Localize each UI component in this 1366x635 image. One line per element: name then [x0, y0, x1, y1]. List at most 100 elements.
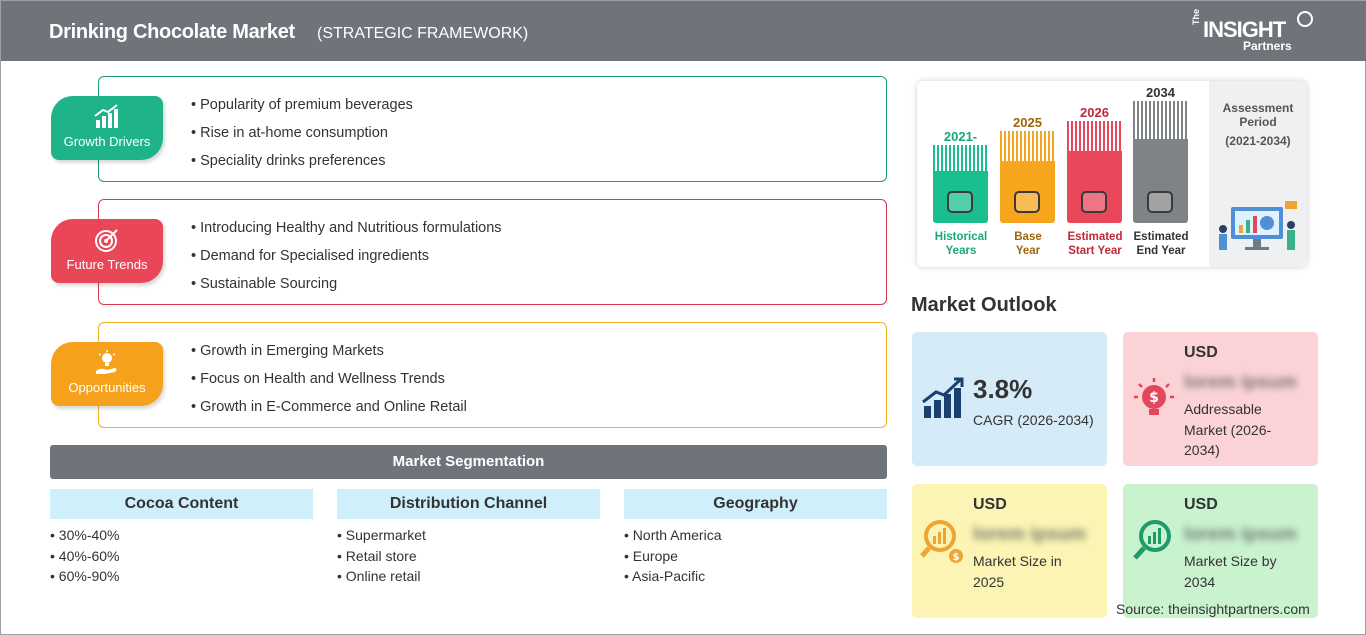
timeline-caption: Year	[1015, 245, 1041, 257]
timeline-caption: Estimated	[1133, 231, 1189, 243]
lightbulb-hand-icon	[96, 350, 117, 374]
source-note: Source: theinsightpartners.com	[1116, 601, 1310, 617]
timeline-caption: Start Year	[1068, 245, 1122, 257]
opportunities-tag: Opportunities	[51, 342, 163, 406]
page-subtitle: (STRATEGIC FRAMEWORK)	[317, 25, 529, 42]
addressable-label: Addressable Market (2026-2034)	[1184, 401, 1272, 458]
opportunities-box: Growth in Emerging Markets Focus on Heal…	[98, 322, 887, 428]
timeline-bar-stripes	[1133, 101, 1188, 139]
monitor-icon	[1147, 191, 1173, 213]
size-2025-label: Market Size in 2025	[973, 553, 1062, 590]
timeline-caption: Base	[1014, 231, 1042, 243]
list-item: 30%-40%	[50, 525, 313, 546]
cagr-label: CAGR (2026-2034)	[973, 412, 1094, 428]
list-item: Online retail	[337, 566, 600, 587]
size-2025-value-blurred: lorem ipsum	[973, 524, 1086, 545]
logo-ring-icon	[1297, 11, 1313, 27]
market-size-2025-card: $ USD lorem ipsum Market Size in 2025	[912, 484, 1107, 618]
timeline-caption: Estimated	[1067, 231, 1123, 243]
segment-cocoa-content: Cocoa Content 30%-40% 40%-60% 60%-90%	[50, 489, 313, 587]
header-bar: Drinking Chocolate Market (STRATEGIC FRA…	[1, 1, 1366, 61]
timeline-bar-fill	[933, 171, 988, 223]
market-size-2034-card: USD lorem ipsum Market Size by 2034	[1123, 484, 1318, 618]
list-item: Retail store	[337, 546, 600, 567]
cagr-value: 3.8%	[973, 374, 1033, 404]
svg-text:$: $	[953, 552, 960, 563]
growth-drivers-list: Popularity of premium beverages Rise in …	[191, 95, 413, 179]
segment-list: Supermarket Retail store Online retail	[337, 525, 600, 587]
list-item: 60%-90%	[50, 566, 313, 587]
segment-header: Distribution Channel	[337, 489, 600, 519]
timeline-year: 2034	[1146, 85, 1175, 100]
list-item: Speciality drinks preferences	[191, 151, 413, 179]
magnifier-chart-icon: $	[920, 520, 963, 563]
segment-list: North America Europe Asia-Pacific	[624, 525, 887, 587]
page-title: Drinking Chocolate Market	[49, 21, 295, 43]
logo-partners: Partners	[1243, 39, 1292, 53]
list-item: Sustainable Sourcing	[191, 274, 502, 302]
timeline-caption: Historical	[934, 231, 988, 243]
magnifier-growth-icon	[1133, 520, 1171, 560]
svg-text:$: $	[1149, 390, 1159, 406]
timeline-bar-stripes	[933, 145, 988, 171]
size-2034-value-blurred: lorem ipsum	[1184, 524, 1297, 545]
size-2034-usd: USD	[1184, 496, 1218, 513]
assessment-title: Assessment Period	[1222, 101, 1294, 129]
segment-distribution-channel: Distribution Channel Supermarket Retail …	[337, 489, 600, 587]
timeline-year: 2025	[1013, 115, 1042, 130]
assessment-range: (2021-2034)	[1225, 134, 1291, 148]
insight-partners-logo: The INSIGHT Partners	[1191, 8, 1321, 55]
calendar-icon	[1014, 191, 1040, 213]
timeline-year: 2026	[1080, 105, 1109, 120]
timeline-panel: 2021-2024HistoricalYears2025BaseYear2026…	[917, 81, 1307, 267]
growth-drivers-box: Popularity of premium beverages Rise in …	[98, 76, 887, 182]
timeline-bar-1: 2021-2024HistoricalYears	[933, 81, 988, 267]
market-outlook-title: Market Outlook	[911, 294, 1057, 316]
list-item: Europe	[624, 546, 887, 567]
market-segmentation-bar: Market Segmentation	[50, 445, 887, 479]
history-icon	[947, 191, 973, 213]
target-icon	[95, 229, 118, 252]
list-item: Asia-Pacific	[624, 566, 887, 587]
segment-header: Geography	[624, 489, 887, 519]
list-item: Rise in at-home consumption	[191, 123, 413, 151]
cagr-card: 3.8% CAGR (2026-2034)	[912, 332, 1107, 466]
growth-bars-icon	[922, 377, 964, 418]
addressable-usd: USD	[1184, 344, 1218, 361]
segment-geography: Geography North America Europe Asia-Paci…	[624, 489, 887, 587]
opportunities-list: Growth in Emerging Markets Focus on Heal…	[191, 341, 467, 425]
future-trends-list: Introducing Healthy and Nutritious formu…	[191, 218, 502, 302]
list-item: Demand for Specialised ingredients	[191, 246, 502, 274]
logo-insight: INSIGHT	[1203, 17, 1286, 42]
addressable-value-blurred: lorem ipsum	[1184, 372, 1297, 393]
timeline-bar-stripes	[1067, 121, 1122, 151]
addressable-market-card: $ USD lorem ipsum Addressable Market (20…	[1123, 332, 1318, 466]
timeline-bar-stripes	[1000, 131, 1055, 161]
list-item: North America	[624, 525, 887, 546]
analytics-people-icon	[1219, 201, 1297, 250]
lightbulb-dollar-icon: $	[1134, 378, 1174, 415]
assessment-period: Assessment Period (2021-2034)	[1209, 81, 1307, 267]
logo-the: The	[1191, 8, 1201, 25]
tag-label: Growth Drivers	[63, 134, 151, 149]
growth-drivers-tag: Growth Drivers	[51, 96, 163, 160]
launch-icon	[1081, 191, 1107, 213]
tag-label: Opportunities	[68, 380, 146, 395]
segment-list: 30%-40% 40%-60% 60%-90%	[50, 525, 313, 587]
growth-chart-icon	[94, 104, 118, 128]
list-item: Growth in Emerging Markets	[191, 341, 467, 369]
list-item: Popularity of premium beverages	[191, 95, 413, 123]
list-item: Introducing Healthy and Nutritious formu…	[191, 218, 501, 246]
list-item: 40%-60%	[50, 546, 313, 567]
timeline-caption: Years	[945, 245, 977, 257]
list-item: Focus on Health and Wellness Trends	[191, 369, 467, 397]
list-item: Supermarket	[337, 525, 600, 546]
timeline-bar-fill	[1133, 139, 1188, 223]
tag-label: Future Trends	[66, 257, 148, 272]
timeline-caption: End Year	[1136, 245, 1186, 257]
size-2034-label: Market Size by 2034	[1184, 553, 1277, 590]
